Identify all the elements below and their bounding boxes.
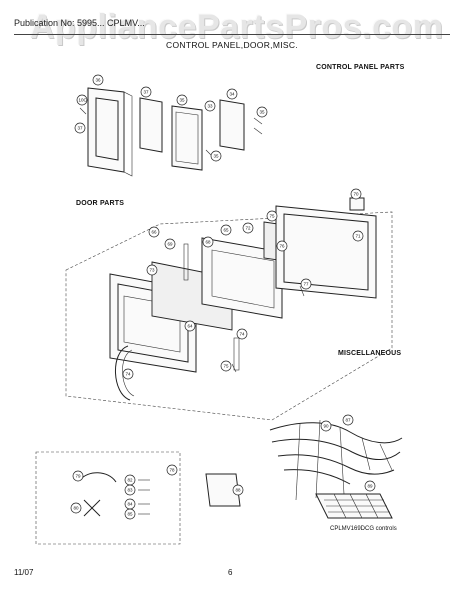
control-panel-frame [87,87,125,173]
section-label-control-panel: CONTROL PANEL PARTS [316,64,405,71]
fuse-holder [83,499,101,517]
callout-label: 75 [270,214,276,219]
screw [231,363,237,373]
door-choke-cover [275,205,377,299]
door-handle [115,345,131,401]
callout-label: 35 [214,154,220,159]
callout-label: 71 [356,234,362,239]
callout-label: 89 [368,484,374,489]
callout-label: 90 [324,424,330,429]
control-panel-side [123,91,133,177]
callout-label: 35 [260,110,266,115]
section-label-misc: MISCELLANEOUS [338,350,402,357]
screw [253,127,263,135]
door-choke-inner [283,213,369,291]
door-boundary-dashed [65,211,393,421]
callout-label: 82 [128,478,134,483]
misc-callouts-small: 79 78 82 83 84 85 80 [70,464,178,520]
callout-label: 79 [76,474,82,479]
misc-parts-box [35,451,181,545]
model-caption: CPLMV169DCG controls [330,526,397,532]
wire-harness: 87 90 [269,414,403,501]
publication-line: Publication No: 5995... CPLMV... [14,18,145,28]
callout-label: 70 [354,192,360,197]
callout-label: 10C [79,98,88,103]
callout-label: 35 [180,98,186,103]
callout-label: 88 [236,488,242,493]
callout-label: 68 [206,240,212,245]
footer-date: 11/07 [14,568,34,577]
membrane-switch [139,97,163,153]
callout-label: 73 [150,268,156,273]
screw [253,117,263,125]
callout-label: 65 [224,228,230,233]
callout-label: 37 [144,90,150,95]
control-board-inner [175,111,199,165]
callout-label: 78 [170,468,176,473]
callout-label: 75 [224,364,230,369]
callout-label: 34 [230,92,236,97]
door-latch-lever [233,337,240,371]
callout-label: 64 [188,324,194,329]
callout-label: 66 [152,230,158,235]
control-panel-callouts: 36 10C 37 37 35 33 34 35 35 [74,74,268,162]
header-divider [14,34,450,35]
callout-label: 74 [126,372,132,377]
control-board [171,105,203,171]
section-label-door: DOOR PARTS [76,200,125,207]
control-panel-assembly [79,87,263,177]
screw [299,285,305,297]
door-callouts: 66 65 68 69 72 75 70 71 73 76 77 64 74 7… [122,188,364,380]
footer-page-number: 6 [228,568,233,577]
cooking-rack: 89 [315,480,393,519]
callout-label: 85 [128,512,134,517]
door-handle-inner [122,349,135,397]
callout-label: 37 [78,126,84,131]
callout-label: 87 [346,418,352,423]
callout-label: 77 [304,282,310,287]
callout-label: 84 [128,502,134,507]
door-assembly [109,197,377,401]
door-inner-window [211,249,275,309]
callout-label: 83 [128,488,134,493]
callout-label: 80 [74,506,80,511]
watermark-logo: AppliancePartsPros.com [30,8,444,46]
door-latch-bar [183,243,189,281]
door-hinge [349,197,365,211]
callout-label: 74 [240,332,246,337]
page-title: CONTROL PANEL,DOOR,MISC. [166,40,298,50]
callout-label: 76 [280,244,286,249]
callout-label: 36 [96,78,102,83]
display-board [219,99,245,151]
thermal-fuse-wire [79,472,117,483]
callout-label: 69 [168,242,174,247]
callout-label: 33 [208,104,214,109]
screw [79,107,87,115]
control-panel-window [95,97,119,161]
callout-label: 72 [246,226,252,231]
owner-manual: 88 [205,473,244,507]
misc-small-parts [79,472,150,517]
